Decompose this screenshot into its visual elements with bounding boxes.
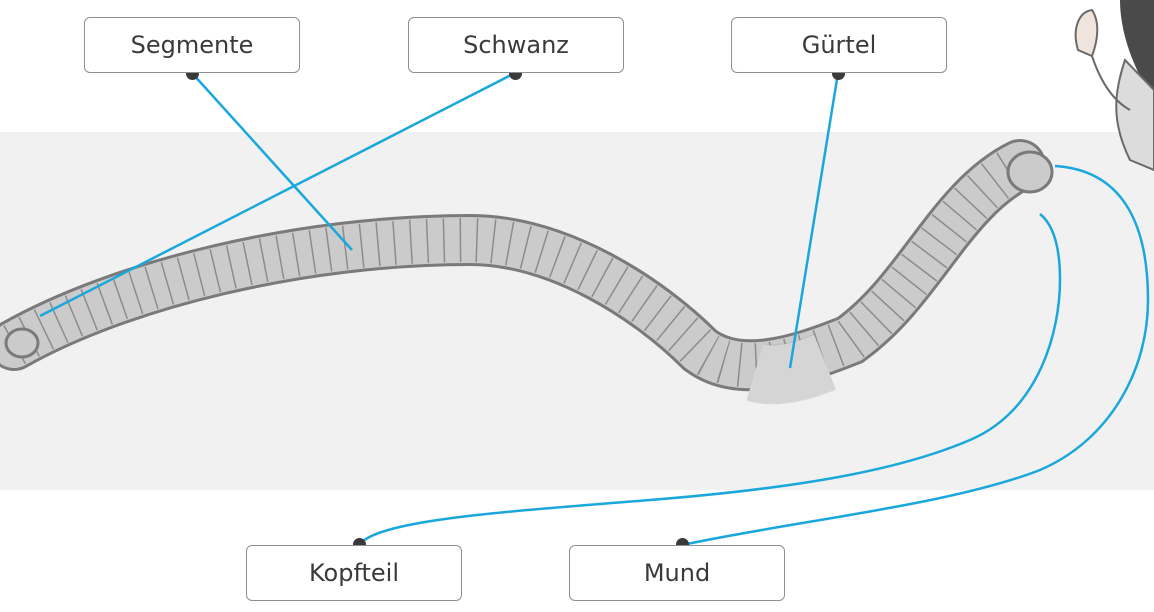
label-mund-text: Mund [644,559,710,587]
label-schwanz: Schwanz [408,17,624,73]
character-illustration [1076,0,1154,170]
leader-line-segmente [192,73,352,250]
label-guertel-text: Gürtel [802,31,877,59]
label-schwanz-text: Schwanz [463,31,569,59]
label-segmente-text: Segmente [131,31,254,59]
worm-head [1008,152,1052,192]
label-guertel: Gürtel [731,17,947,73]
label-mund: Mund [569,545,785,601]
leader-lines [40,73,1148,545]
label-segmente: Segmente [84,17,300,73]
label-kopfteil-text: Kopfteil [309,559,399,587]
label-kopfteil: Kopfteil [246,545,462,601]
worm-tail-tip [6,329,38,357]
